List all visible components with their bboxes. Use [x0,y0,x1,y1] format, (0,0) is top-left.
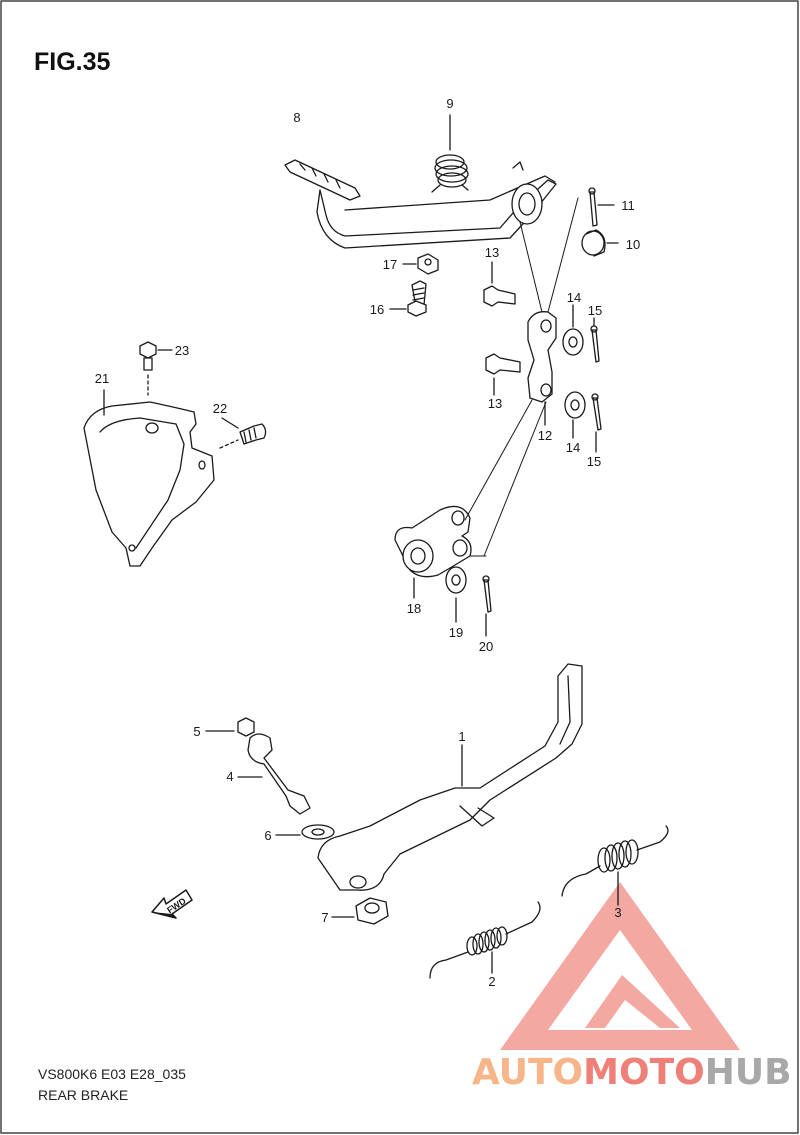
part-17-nut [402,253,439,275]
part-21-heel-guard [83,389,215,567]
part-13-pin-lower [485,353,521,396]
callout-15a: 15 [588,303,602,318]
callout-13b: 13 [488,396,502,411]
watermark-text: AUTOMOTOHUB [472,1052,792,1093]
watermark-hub: HUB [704,1052,792,1093]
part-14-washer-lower [564,391,586,439]
callout-14b: 14 [566,440,580,455]
part-20-cotter-pin [482,575,492,637]
callout-5: 5 [193,724,200,739]
callout-21: 21 [95,371,109,386]
callout-7: 7 [321,910,328,925]
callout-6: 6 [264,828,271,843]
callout-labels: 1 2 3 4 5 6 7 8 9 10 11 12 13 13 14 14 1… [95,96,640,989]
figure-title: FIG.35 [34,48,111,76]
callout-17: 17 [383,257,397,272]
assembly-name: REAR BRAKE [38,1087,129,1103]
callout-22: 22 [213,401,227,416]
part-10-cap [581,229,619,257]
part-8-upper-brake-pedal [284,159,557,249]
fwd-arrow-icon: FWD [151,889,193,919]
callout-11: 11 [621,198,635,213]
callout-3: 3 [614,905,621,920]
part-4-pivot-shaft [237,733,311,815]
callout-14a: 14 [567,290,581,305]
callout-8: 8 [293,110,300,125]
callout-12: 12 [538,428,552,443]
part-2-spring [429,901,541,979]
watermark-auto: AUTO [472,1052,584,1093]
part-23-bolt [139,341,173,396]
callout-20: 20 [479,639,493,654]
callout-15b: 15 [587,454,601,469]
part-16-bolt [389,280,427,317]
watermark-moto: MOTO [583,1052,705,1093]
callout-13a: 13 [485,245,499,260]
callout-2: 2 [488,974,495,989]
part-1-brake-pedal [317,663,583,891]
part-5-nut [205,717,255,737]
part-9-return-spring [431,114,469,193]
callout-19: 19 [449,625,463,640]
part-19-washer [445,566,467,623]
callout-4: 4 [226,769,233,784]
part-11-cotter-pin [588,187,615,227]
part-14-washer-upper [562,304,584,356]
callout-16: 16 [370,302,384,317]
part-6-washer [275,824,335,840]
watermark-logo [500,882,740,1050]
part-3-spring [561,825,669,906]
part-12-brake-link [527,311,557,426]
callout-9: 9 [446,96,453,111]
part-13-pin-upper [483,261,516,307]
callout-23: 23 [175,343,189,358]
callout-18: 18 [407,601,421,616]
part-22-bolt [219,417,267,449]
callout-1: 1 [458,729,465,744]
callout-10: 10 [626,237,640,252]
part-15-cotter-lower [591,393,602,453]
part-18-brake-lever [394,505,472,599]
assembly-guide-lines [464,197,579,557]
model-code: VS800K6 E03 E28_035 [38,1066,186,1082]
part-7-nut [331,897,389,925]
part-15-cotter-upper [590,317,600,363]
